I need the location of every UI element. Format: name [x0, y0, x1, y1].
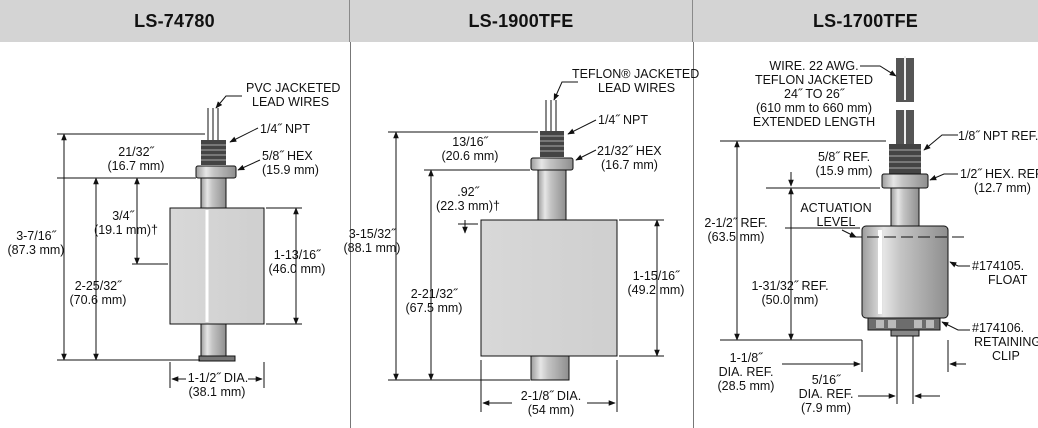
- stem-dia-label: (7.9 mm): [801, 401, 851, 415]
- wire-label: 24˝ TO 26˝: [784, 87, 845, 101]
- ls-1900tfe-drawing: [388, 81, 664, 412]
- dia-label: (54 mm): [528, 403, 575, 417]
- npt-thread: [540, 131, 564, 157]
- dim-label: 3/4˝: [112, 209, 134, 223]
- dim-label: (19.1 mm)†: [94, 223, 158, 237]
- dim-label: (50.0 mm): [762, 293, 819, 307]
- npt-label: 1/4˝ NPT: [598, 113, 648, 127]
- dim-label: (87.3 mm): [8, 243, 65, 257]
- dim-label: (46.0 mm): [269, 262, 326, 276]
- dim-label: 13/16˝: [452, 135, 488, 149]
- clip-part-label: #174106.: [972, 321, 1024, 335]
- wire-label: EXTENDED LENGTH: [753, 115, 875, 129]
- dim-label: (63.5 mm): [708, 230, 765, 244]
- npt-thread: [201, 140, 226, 165]
- lead-wire-label: TEFLON® JACKETED: [572, 67, 699, 81]
- dim-label: 1-13/16˝: [274, 248, 321, 262]
- header-ls-74780: LS-74780: [0, 0, 350, 42]
- collar: [198, 355, 236, 362]
- dim-label: 21/32˝: [118, 145, 154, 159]
- actuation-label: LEVEL: [817, 215, 856, 229]
- dia-label: (38.1 mm): [189, 385, 246, 399]
- dim-label: 2-21/32˝: [411, 287, 458, 301]
- float: [169, 207, 265, 325]
- stem-dia-label: 5/16˝: [812, 373, 841, 387]
- dim-label: 1-15/16˝: [633, 269, 680, 283]
- dim-label: 3-15/32˝: [349, 227, 396, 241]
- dia-label: 1-1/2˝ DIA.: [188, 371, 248, 385]
- npt-thread: [889, 144, 921, 174]
- hex-label: (12.7 mm): [974, 181, 1031, 195]
- lead-wire-label: LEAD WIRES: [598, 81, 675, 95]
- dia-label: 1-1/8˝: [730, 351, 763, 365]
- dim-label: 2-25/32˝: [75, 279, 122, 293]
- npt-label: 1/8˝ NPT REF.: [958, 129, 1038, 143]
- float: [480, 219, 618, 357]
- stem: [200, 177, 227, 209]
- dim-label: (20.6 mm): [442, 149, 499, 163]
- ls-74780-drawing: [57, 95, 302, 388]
- hex-nut: [881, 173, 929, 189]
- stem: [890, 187, 920, 227]
- actuation-label: ACTUATION: [800, 201, 871, 215]
- column-divider: [350, 42, 351, 428]
- hex-label: 21/32˝ HEX: [597, 144, 662, 158]
- dim-label: (70.6 mm): [70, 293, 127, 307]
- dim-label: (49.2 mm): [628, 283, 685, 297]
- wire-label: (610 mm to 660 mm): [756, 101, 872, 115]
- dim-label: 1-31/32˝ REF.: [751, 279, 828, 293]
- ls-1700tfe-drawing: [720, 56, 970, 404]
- dim-label: 2-1/2˝ REF.: [704, 216, 767, 230]
- npt-label: 1/4˝ NPT: [260, 122, 310, 136]
- column-divider: [693, 42, 694, 428]
- stem-dia-label: DIA. REF.: [799, 387, 854, 401]
- wire-label: WIRE. 22 AWG.: [769, 59, 858, 73]
- hex-label: 5/8˝ HEX: [262, 149, 313, 163]
- stem: [537, 169, 567, 221]
- hex-nut: [195, 165, 237, 179]
- wire-label: TEFLON JACKETED: [755, 73, 873, 87]
- dim-label: (22.3 mm)†: [436, 199, 500, 213]
- clip-part-label: CLIP: [992, 349, 1020, 363]
- dim-label: .92˝: [457, 185, 479, 199]
- hex-nut: [530, 157, 574, 171]
- float: [861, 225, 949, 319]
- dim-label: (16.7 mm): [108, 159, 165, 173]
- dim-label: (88.1 mm): [344, 241, 401, 255]
- dim-label: 3-7/16˝: [16, 229, 56, 243]
- lead-wire-label: LEAD WIRES: [252, 95, 329, 109]
- dim-label: 5/8˝ REF.: [818, 150, 870, 164]
- dia-label: 2-1/8˝ DIA.: [521, 389, 581, 403]
- dia-label: (28.5 mm): [718, 379, 775, 393]
- dim-label: (15.9 mm): [816, 164, 873, 178]
- hex-label: 1/2˝ HEX. REF.: [960, 167, 1038, 181]
- dia-label: DIA. REF.: [719, 365, 774, 379]
- dim-label: (67.5 mm): [406, 301, 463, 315]
- header-ls-1900tfe: LS-1900TFE: [350, 0, 693, 42]
- lower-stem: [200, 323, 227, 359]
- float-part-label: FLOAT: [988, 273, 1028, 287]
- lead-wire-label: PVC JACKETED: [246, 81, 340, 95]
- float-part-label: #174105.: [972, 259, 1024, 273]
- hex-label: (15.9 mm): [262, 163, 319, 177]
- hex-label: (16.7 mm): [601, 158, 658, 172]
- clip-part-label: RETAINING: [974, 335, 1038, 349]
- header-ls-1700tfe: LS-1700TFE: [693, 0, 1038, 42]
- lower-stem: [530, 355, 570, 381]
